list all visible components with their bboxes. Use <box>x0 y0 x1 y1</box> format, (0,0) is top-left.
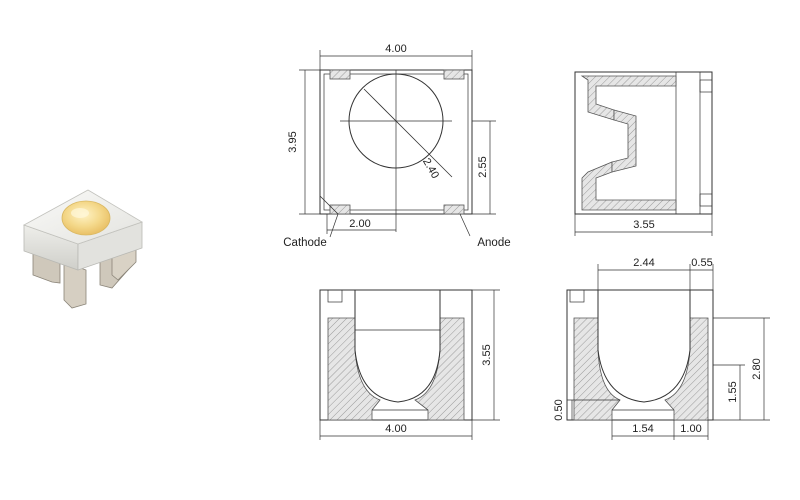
base-height-label: 0.50 <box>553 399 565 420</box>
lens-diameter-label: 2.40 <box>420 156 441 181</box>
cathode-label: Cathode <box>283 237 326 249</box>
front-section <box>319 289 500 440</box>
total-height-label: 2.80 <box>751 358 763 379</box>
pad-width-label: 1.54 <box>632 423 653 435</box>
top-view-dimensions <box>299 50 496 238</box>
detail-section <box>566 264 770 440</box>
front-height-label: 3.55 <box>481 344 493 365</box>
top-view <box>319 69 473 232</box>
side-length-label: 3.55 <box>633 219 654 231</box>
pad-span-label: 2.55 <box>477 156 489 177</box>
pad-gap-label: 1.00 <box>680 423 701 435</box>
side-view <box>574 71 713 236</box>
cavity-width-label: 2.44 <box>633 257 654 269</box>
pad-offset-label: 2.00 <box>349 218 370 230</box>
wall-width-label: 0.55 <box>691 257 712 269</box>
lower-height-label: 1.55 <box>727 381 739 402</box>
front-width-label: 4.00 <box>385 423 406 435</box>
anode-label: Anode <box>477 237 510 249</box>
top-height-label: 3.95 <box>287 131 299 152</box>
top-width-label: 4.00 <box>385 43 406 55</box>
led-product-image <box>23 189 143 309</box>
